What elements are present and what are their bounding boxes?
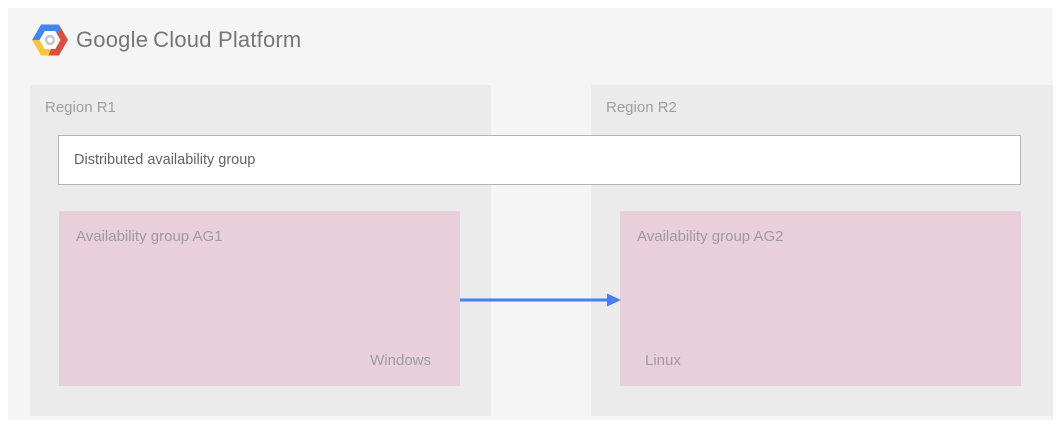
ag2-platform-label: Linux [645, 352, 681, 369]
ag1-to-ag2-arrow [460, 292, 621, 308]
brand-google: Google [76, 27, 149, 52]
distributed-availability-group-label: Distributed availability group [74, 152, 256, 168]
availability-group-ag1-label: Availability group AG1 [76, 228, 223, 245]
distributed-availability-group-box: Distributed availability group [58, 135, 1021, 185]
brand-cloud-platform: Cloud Platform [153, 27, 302, 52]
region-r2-label: Region R2 [606, 99, 677, 116]
right-arrow-icon [460, 293, 621, 307]
availability-group-ag2-box: Availability group AG2 Linux [620, 211, 1021, 386]
availability-group-ag2-label: Availability group AG2 [637, 228, 784, 245]
gcp-hexagon-logo-icon [32, 24, 68, 56]
region-r1-label: Region R1 [45, 99, 116, 116]
ag1-platform-label: Windows [370, 352, 431, 369]
availability-group-ag1-box: Availability group AG1 Windows [59, 211, 460, 386]
